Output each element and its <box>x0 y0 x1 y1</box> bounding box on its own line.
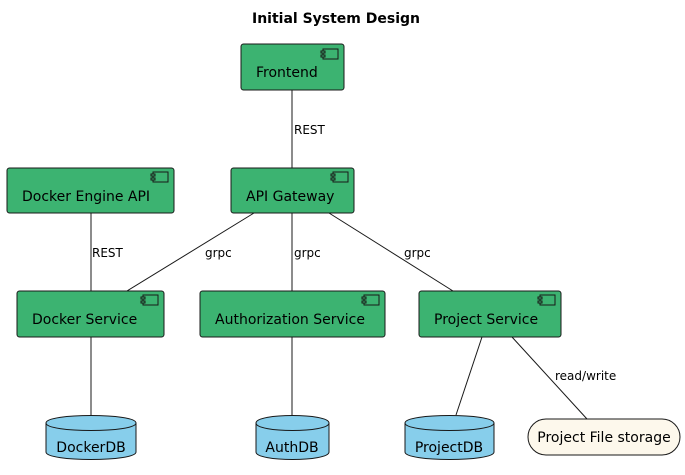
database-dockerdb: DockerDB <box>45 415 137 460</box>
database-label: DockerDB <box>56 440 125 456</box>
edge-label-gateway-project: grpc <box>404 246 431 260</box>
edge-project-projectdb <box>455 336 483 416</box>
edge-label-gateway-auth: grpc <box>294 246 321 260</box>
component-label: Frontend <box>256 65 318 81</box>
component-authorization-service: Authorization Service <box>199 290 386 338</box>
component-docker-engine-api: Docker Engine API <box>6 167 175 214</box>
database-authdb: AuthDB <box>255 415 330 460</box>
component-icon <box>361 294 380 306</box>
edge-project-storage <box>511 336 588 420</box>
component-icon <box>330 171 349 183</box>
storage-label: Project File storage <box>537 430 670 446</box>
storage-project-file: Project File storage <box>527 418 681 456</box>
edge-label-gateway-docker: grpc <box>205 246 232 260</box>
component-label: Authorization Service <box>215 312 365 328</box>
component-docker-service: Docker Service <box>16 290 165 338</box>
component-label: Docker Engine API <box>22 189 150 205</box>
component-icon <box>140 294 159 306</box>
edge-label-engine-docker: REST <box>92 246 124 260</box>
edge-label-project-storage: read/write <box>555 369 616 383</box>
component-label: Project Service <box>434 312 538 328</box>
component-icon <box>320 48 339 60</box>
database-label: AuthDB <box>265 440 318 456</box>
edge-gateway-docker <box>126 212 255 292</box>
component-label: Docker Service <box>32 312 137 328</box>
edges <box>90 90 588 420</box>
component-api-gateway: API Gateway <box>230 167 355 214</box>
component-label: API Gateway <box>246 189 334 205</box>
edge-label-frontend-gateway: REST <box>294 123 326 137</box>
edge-gateway-project <box>328 212 454 292</box>
database-projectdb: ProjectDB <box>404 415 495 460</box>
component-project-service: Project Service <box>418 290 562 338</box>
database-label: ProjectDB <box>415 440 483 456</box>
diagram-title: Initial System Design <box>252 11 420 27</box>
component-icon <box>150 171 169 183</box>
component-icon <box>537 294 556 306</box>
component-frontend: Frontend <box>240 43 345 91</box>
